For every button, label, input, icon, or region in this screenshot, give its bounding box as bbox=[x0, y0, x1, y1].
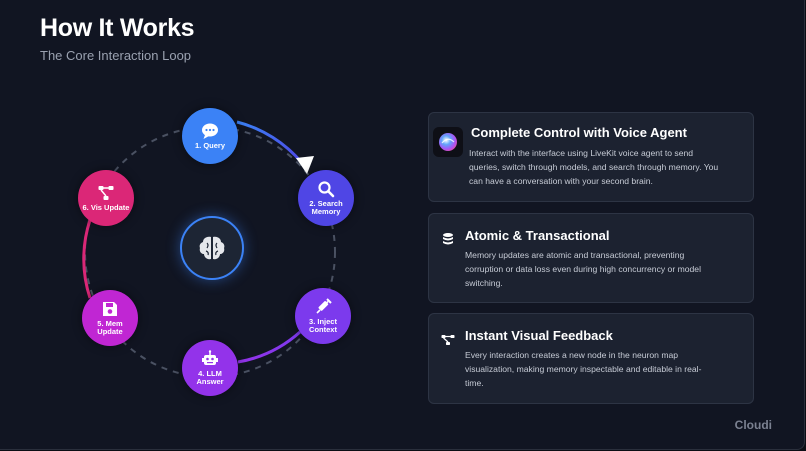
step-label: 6. Vis Update bbox=[82, 203, 130, 212]
chat-bubble-icon bbox=[202, 123, 218, 139]
step-label: 2. Search bbox=[309, 199, 343, 208]
card-title: Complete Control with Voice Agent bbox=[471, 125, 687, 140]
step-inject-context: 3. Inject Context bbox=[295, 288, 351, 344]
center-brain bbox=[180, 216, 244, 280]
card-title: Instant Visual Feedback bbox=[465, 328, 613, 343]
page-title: How It Works bbox=[40, 14, 195, 42]
graph-nodes-icon bbox=[441, 335, 455, 345]
database-icon bbox=[443, 233, 453, 245]
card-body-line: corruption or data loss even during high… bbox=[465, 264, 701, 274]
step-llm-answer: 4. LLM Answer bbox=[182, 340, 238, 396]
step-label-2: Update bbox=[97, 327, 123, 336]
card-body: Every interaction creates a new node in … bbox=[465, 348, 701, 390]
card-body-line: Memory updates are atomic and transactio… bbox=[465, 250, 685, 260]
step-label-2: Answer bbox=[196, 377, 224, 386]
card-body-line: time. bbox=[465, 378, 484, 388]
card-body-line: Every interaction creates a new node in … bbox=[465, 350, 679, 360]
voice-orb-icon bbox=[433, 127, 463, 157]
feature-card-atomic: Atomic & Transactional Memory updates ar… bbox=[428, 213, 754, 303]
feature-card-visual-feedback: Instant Visual Feedback Every interactio… bbox=[428, 313, 754, 404]
syringe-icon bbox=[316, 298, 332, 314]
page-subtitle: The Core Interaction Loop bbox=[40, 48, 192, 63]
card-body-line: Interact with the interface using LiveKi… bbox=[469, 148, 694, 158]
card-title: Atomic & Transactional bbox=[465, 228, 610, 243]
brand-logo-text: Cloudi bbox=[734, 418, 772, 432]
feature-card-voice-agent: Complete Control with Voice Agent Intera… bbox=[428, 112, 754, 202]
step-label: 3. Inject bbox=[309, 317, 337, 326]
card-body-line: visualization, making memory inspectable… bbox=[465, 364, 702, 374]
step-label-2: Context bbox=[309, 325, 337, 334]
step-label-2: Memory bbox=[311, 207, 341, 216]
arc-mem-to-vis bbox=[82, 219, 92, 299]
arc-inject-to-llm bbox=[237, 330, 301, 364]
step-search-memory: 2. Search Memory bbox=[298, 170, 354, 226]
arc-arrowhead bbox=[296, 156, 314, 174]
card-body: Interact with the interface using LiveKi… bbox=[469, 146, 718, 188]
step-label: 5. Mem bbox=[97, 319, 123, 328]
step-vis-update: 6. Vis Update bbox=[78, 170, 134, 226]
step-query: 1. Query bbox=[182, 108, 238, 164]
card-body: Memory updates are atomic and transactio… bbox=[465, 248, 701, 290]
step-label: 4. LLM bbox=[198, 369, 222, 378]
step-label: 1. Query bbox=[194, 141, 225, 150]
save-icon bbox=[103, 302, 117, 316]
graph-nodes-icon bbox=[98, 186, 114, 200]
card-body-line: can have a conversation with your second… bbox=[469, 176, 653, 186]
card-body-line: queries, switch through models, and sear… bbox=[469, 162, 719, 172]
card-body-line: switching. bbox=[465, 278, 503, 288]
search-icon bbox=[318, 181, 335, 198]
step-mem-update: 5. Mem Update bbox=[82, 290, 138, 346]
brain-icon bbox=[199, 236, 225, 260]
arc-query-to-search bbox=[236, 120, 304, 164]
robot-icon bbox=[202, 350, 218, 365]
